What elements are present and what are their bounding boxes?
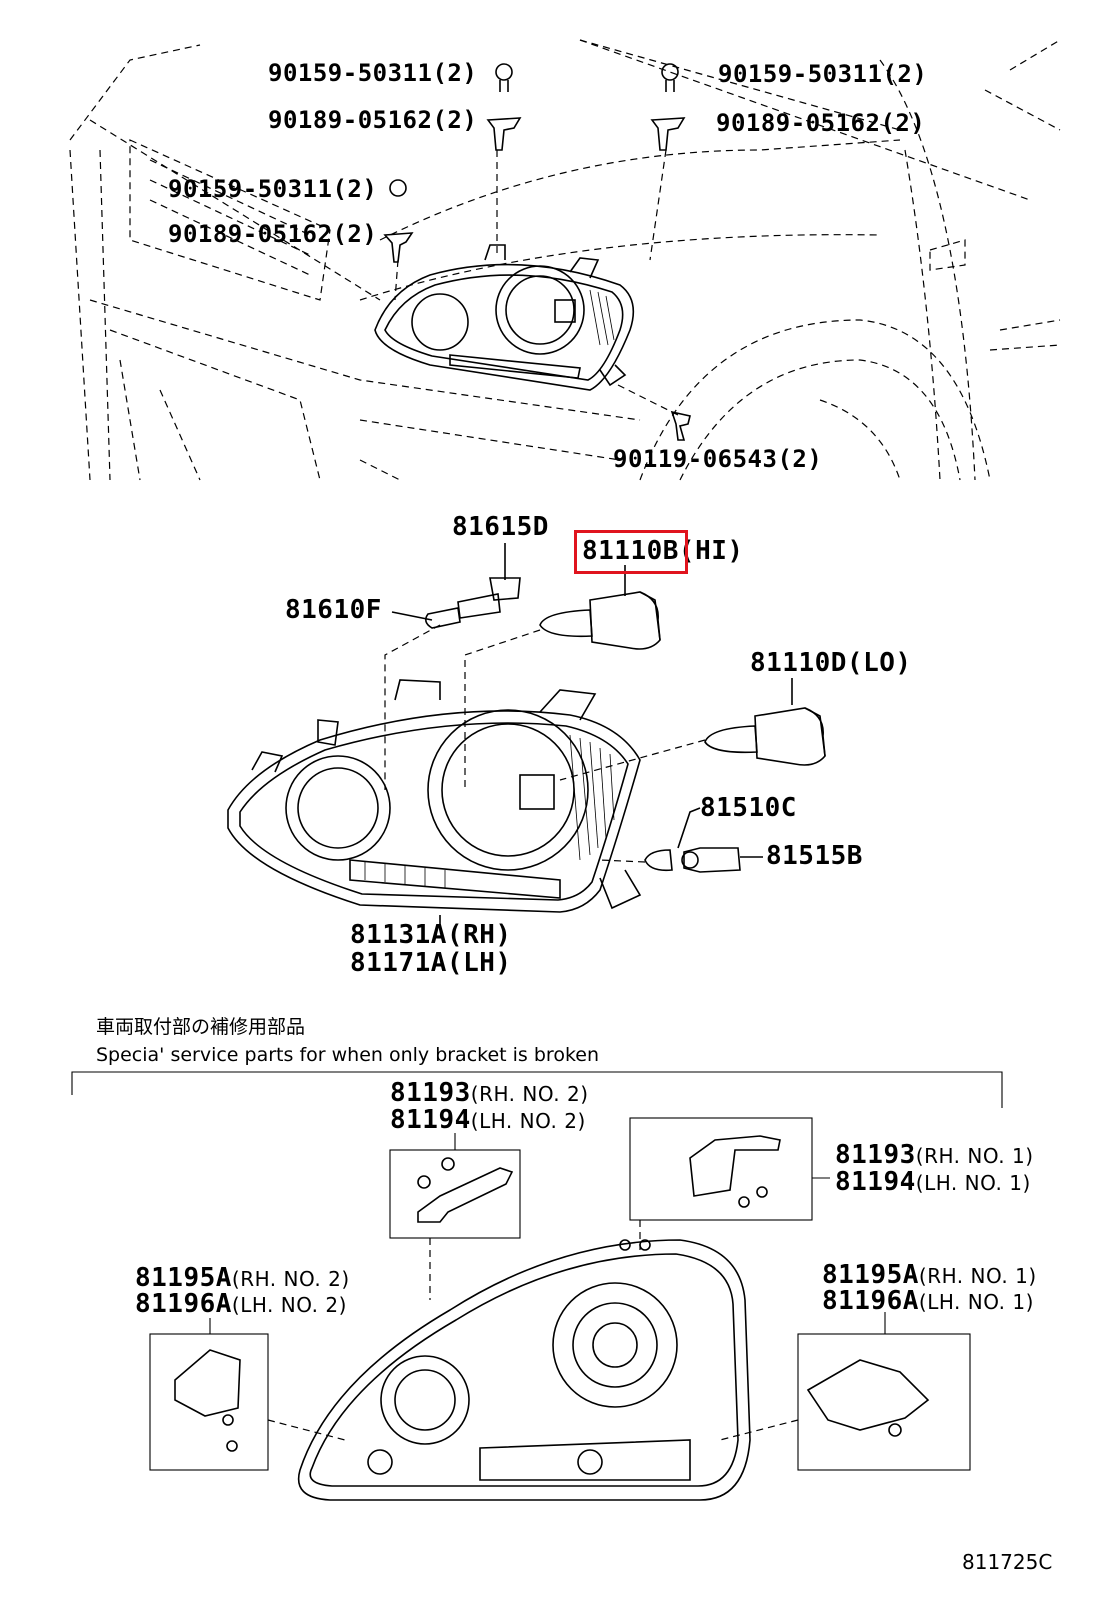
label-lamp-rh[interactable]: 81131A(RH): [350, 920, 512, 950]
diagram-code: 811725C: [962, 1550, 1053, 1574]
label-side-bulb[interactable]: 81510C: [700, 793, 797, 823]
bracket-kit-drawing: [71, 1071, 1003, 1501]
bracket-no1-rh-suffix: (RH. NO. 1): [915, 1144, 1034, 1168]
label-bracket-a-no1-lh[interactable]: 81196A(LH. NO. 1): [822, 1288, 1034, 1314]
bracket-a-no2-lh-suffix: (LH. NO. 2): [231, 1293, 347, 1317]
bracket-no2-rh-part: 81193: [390, 1078, 471, 1108]
bracket-a-no2-lh-part: 81196A: [135, 1289, 232, 1319]
label-screw-left-1[interactable]: 90159-50311(2): [268, 59, 478, 87]
bracket-no1-lh-part: 81194: [835, 1167, 916, 1197]
bracket-a-no1-rh-part: 81195A: [822, 1260, 919, 1290]
label-bracket-a-no1-rh[interactable]: 81195A(RH. NO. 1): [822, 1262, 1037, 1288]
bracket-a-no1-lh-suffix: (LH. NO. 1): [918, 1290, 1034, 1314]
bracket-no1-lh-suffix: (LH. NO. 1): [915, 1171, 1031, 1195]
label-clip-right[interactable]: 90189-05162(2): [716, 109, 926, 137]
label-clip-left-2[interactable]: 90189-05162(2): [168, 220, 378, 248]
note-english: Specia' service parts for when only brac…: [96, 1044, 600, 1066]
bracket-no1-rh-part: 81193: [835, 1140, 916, 1170]
label-small-bulb[interactable]: 81610F: [285, 595, 382, 625]
note-japanese: 車両取付部の補修用部品: [96, 1016, 306, 1038]
bracket-a-no1-lh-part: 81196A: [822, 1286, 919, 1316]
bracket-a-no2-rh-part: 81195A: [135, 1263, 232, 1293]
bracket-no2-lh-suffix: (LH. NO. 2): [470, 1109, 586, 1133]
label-bracket-a-no2-rh[interactable]: 81195A(RH. NO. 2): [135, 1265, 350, 1291]
label-lamp-lh[interactable]: 81171A(LH): [350, 948, 512, 978]
bracket-no2-lh-part: 81194: [390, 1105, 471, 1135]
bracket-a-no2-rh-suffix: (RH. NO. 2): [231, 1267, 350, 1291]
label-bracket-no2-lh[interactable]: 81194(LH. NO. 2): [390, 1107, 586, 1133]
label-bolt-bottom[interactable]: 90119-06543(2): [613, 445, 823, 473]
label-hi-bulb[interactable]: 81110B(HI): [582, 538, 744, 564]
label-screw-left-2[interactable]: 90159-50311(2): [168, 175, 378, 203]
label-screw-right[interactable]: 90159-50311(2): [718, 60, 928, 88]
label-bracket-no2-rh[interactable]: 81193(RH. NO. 2): [390, 1080, 589, 1106]
label-clip-left-1[interactable]: 90189-05162(2): [268, 106, 478, 134]
highlight-box: [574, 530, 688, 574]
hi-bulb-suffix: (HI): [678, 536, 744, 566]
bracket-no2-rh-suffix: (RH. NO. 2): [470, 1082, 589, 1106]
headlamp-exploded-drawing: [227, 543, 826, 930]
label-side-socket[interactable]: 81515B: [766, 841, 863, 871]
label-lo-bulb[interactable]: 81110D(LO): [750, 648, 912, 678]
bracket-a-no1-rh-suffix: (RH. NO. 1): [918, 1264, 1037, 1288]
label-bracket-no1-rh[interactable]: 81193(RH. NO. 1): [835, 1142, 1034, 1168]
label-bracket-no1-lh[interactable]: 81194(LH. NO. 1): [835, 1169, 1031, 1195]
car-front-drawing: [69, 39, 1061, 481]
label-socket[interactable]: 81615D: [452, 512, 549, 542]
hi-bulb-part-number: 81110B: [582, 536, 679, 566]
label-bracket-a-no2-lh[interactable]: 81196A(LH. NO. 2): [135, 1291, 347, 1317]
